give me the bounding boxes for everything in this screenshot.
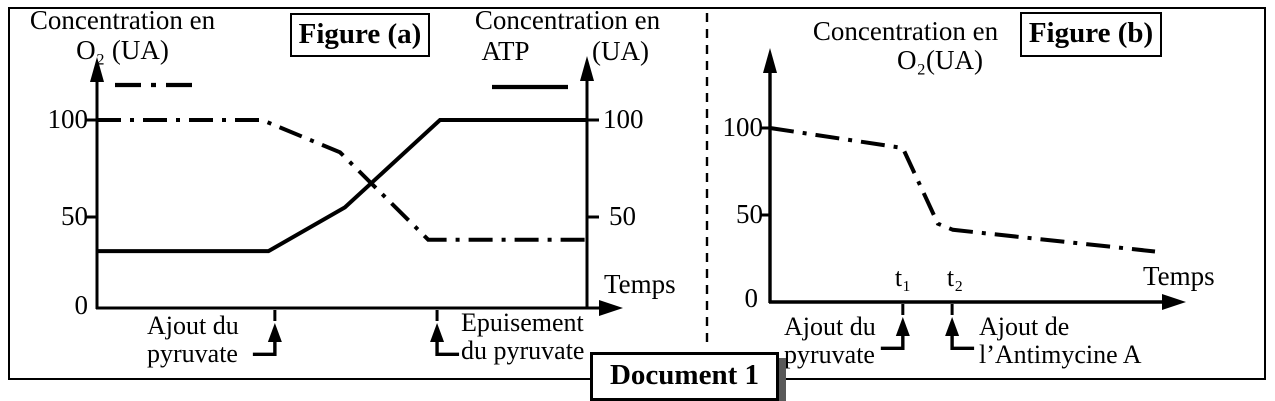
fig-b-event1-line1: Ajout du: [784, 312, 876, 341]
fig-b-ytick-0: 0: [744, 283, 759, 313]
event-arrow-a-1: [252, 310, 282, 356]
fig-a-right-axis-label-ua: (UA): [592, 36, 662, 66]
fig-b-y-axis-label-text1: Concentration en: [812, 16, 999, 46]
fig-a-ytick-left-100: 100: [47, 104, 89, 134]
curve-b-o2: [769, 126, 1156, 254]
fig-a-ytick-left-50: 50: [61, 201, 88, 231]
fig-a-event1-line1: Ajout du: [147, 311, 239, 340]
event-arrow-a-2: [430, 310, 460, 356]
figure-a-title-box: Figure (a): [290, 13, 430, 57]
fig-a-left-axis-label-line1: Concentration en: [29, 5, 216, 35]
fig-a-right-axis-label-text1: Concentration en: [474, 5, 661, 35]
fig-a-ytick-left-0: 0: [74, 290, 89, 320]
fig-a-right-axis-label-atp-text: ATP: [481, 36, 530, 66]
fig-b-y-axis-label-text2: O₂(UA): [897, 45, 983, 75]
event-arrow-b-2: [945, 304, 975, 350]
fig-a-xaxis-label: Temps: [604, 269, 676, 299]
fig-a-event2-line2: du pyruvate: [461, 336, 585, 365]
curve-a-atp: [97, 118, 587, 254]
figure-a-title: Figure (a): [298, 18, 422, 50]
fig-b-ytick-50: 50: [736, 199, 763, 229]
fig-a-event1-line2: pyruvate: [147, 339, 238, 368]
figure-a-axes: [86, 56, 623, 316]
fig-b-event1-label: Ajout du pyruvate: [784, 313, 876, 369]
document-label-box: Document 1: [590, 352, 779, 401]
fig-a-right-axis-label-line1: Concentration en: [445, 5, 690, 35]
curve-a-o2: [97, 118, 587, 242]
fig-b-event1-line2: pyruvate: [784, 340, 875, 369]
fig-b-xaxis-label: Temps: [1143, 261, 1215, 291]
fig-a-ytick-right-50: 50: [609, 201, 636, 231]
fig-a-event2-label: Epuisement du pyruvate: [461, 309, 584, 365]
figure-b-title: Figure (b): [1028, 17, 1154, 49]
fig-b-event2-line2: l’Antimycine A: [979, 340, 1142, 369]
figure-b-title-box: Figure (b): [1020, 12, 1162, 57]
fig-a-ytick-right-100: 100: [603, 104, 644, 134]
fig-b-ytick-100: 100: [722, 112, 764, 142]
fig-a-left-axis-label-line2: O₂ (UA): [76, 35, 169, 65]
fig-b-t2-mark: t₂: [946, 263, 964, 292]
fig-b-y-axis-label-line2: O₂(UA): [845, 45, 1035, 75]
fig-b-event2-line1: Ajout de: [979, 312, 1070, 341]
fig-a-event1-label: Ajout du pyruvate: [147, 312, 239, 368]
figure-b-axes: [760, 48, 1186, 310]
fig-a-right-axis-label-atp: ATP: [448, 36, 563, 66]
fig-b-t1-mark: t₁: [894, 263, 912, 292]
fig-a-left-axis-label: Concentration en O₂ (UA): [20, 5, 225, 65]
event-arrow-b-1: [880, 304, 910, 350]
fig-b-y-axis-label-line1: Concentration en: [808, 16, 1003, 46]
fig-a-event2-line1: Epuisement: [461, 308, 584, 337]
fig-a-right-axis-label-ua-text: (UA): [592, 36, 649, 66]
document-label: Document 1: [609, 359, 759, 391]
fig-b-event2-label: Ajout de l’Antimycine A: [979, 313, 1141, 369]
